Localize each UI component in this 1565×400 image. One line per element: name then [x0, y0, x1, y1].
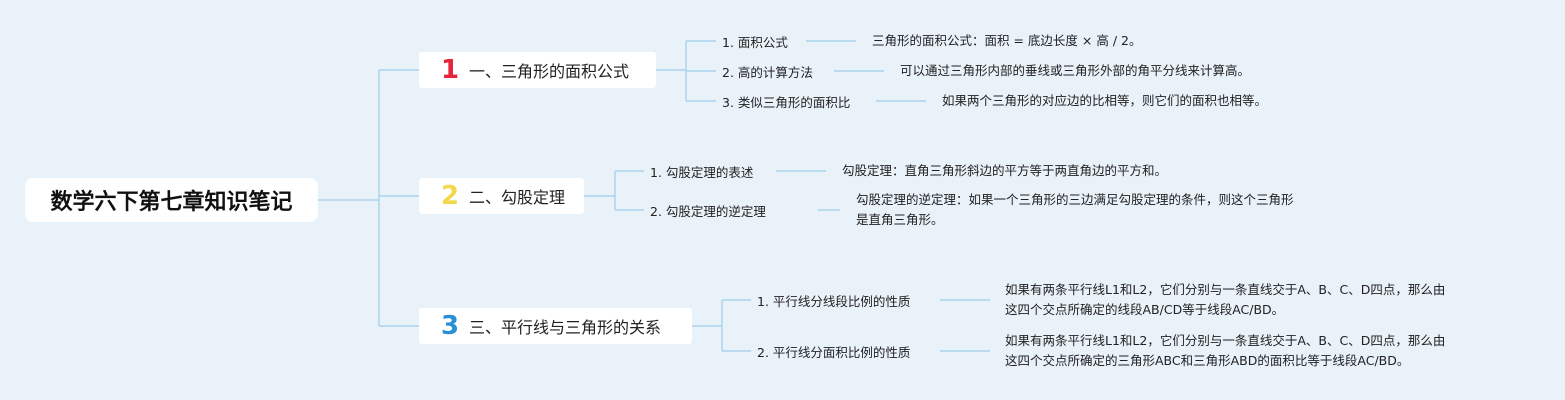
- branch-node-2[interactable]: 2 二、勾股定理: [419, 178, 584, 214]
- item-label[interactable]: 2. 勾股定理的逆定理: [650, 204, 766, 219]
- branch-node-1[interactable]: 1 一、三角形的面积公式: [419, 52, 656, 88]
- branch-title: 三、平行线与三角形的关系: [469, 318, 662, 337]
- item-description: 如果两个三角形的对应边的比相等，则它们的面积也相等。: [942, 91, 1267, 111]
- item-description: 如果有两条平行线L1和L2，它们分别与一条直线交于A、B、C、D四点，那么由这四…: [1005, 331, 1445, 371]
- branch-title: 二、勾股定理: [469, 188, 566, 207]
- branch-title: 一、三角形的面积公式: [469, 62, 630, 81]
- description-line: 如果两个三角形的对应边的比相等，则它们的面积也相等。: [942, 93, 1268, 108]
- item-label[interactable]: 1. 面积公式: [722, 35, 788, 50]
- description-line: 这四个交点所确定的线段AB/CD等于线段AC/BD。: [1005, 302, 1285, 317]
- branch-number-icon: 2: [440, 181, 460, 211]
- item-label[interactable]: 1. 平行线分线段比例的性质: [757, 294, 911, 309]
- root-node[interactable]: 数学六下第七章知识笔记: [25, 178, 318, 222]
- item-label[interactable]: 3. 类似三角形的面积比: [722, 95, 851, 110]
- branch-number-icon: 3: [440, 311, 460, 341]
- item-label[interactable]: 1. 勾股定理的表述: [650, 165, 754, 180]
- item-label[interactable]: 2. 高的计算方法: [722, 65, 813, 80]
- item-description: 勾股定理的逆定理：如果一个三角形的三边满足勾股定理的条件，则这个三角形是直角三角…: [856, 190, 1294, 230]
- description-line: 勾股定理的逆定理：如果一个三角形的三边满足勾股定理的条件，则这个三角形: [856, 192, 1294, 207]
- description-line: 如果有两条平行线L1和L2，它们分别与一条直线交于A、B、C、D四点，那么由: [1005, 333, 1446, 348]
- item-label[interactable]: 2. 平行线分面积比例的性质: [757, 345, 911, 360]
- description-line: 如果有两条平行线L1和L2，它们分别与一条直线交于A、B、C、D四点，那么由: [1005, 282, 1446, 297]
- item-description: 可以通过三角形内部的垂线或三角形外部的角平分线来计算高。: [900, 61, 1250, 81]
- description-line: 这四个交点所确定的三角形ABC和三角形ABD的面积比等于线段AC/BD。: [1005, 353, 1410, 368]
- item-description: 勾股定理：直角三角形斜边的平方等于两直角边的平方和。: [842, 161, 1167, 181]
- description-line: 可以通过三角形内部的垂线或三角形外部的角平分线来计算高。: [900, 63, 1251, 78]
- description-line: 勾股定理：直角三角形斜边的平方等于两直角边的平方和。: [842, 163, 1168, 178]
- branch-node-3[interactable]: 3 三、平行线与三角形的关系: [419, 308, 692, 344]
- description-line: 是直角三角形。: [856, 212, 944, 227]
- description-line: 三角形的面积公式：面积 = 底边长度 × 高 / 2。: [872, 33, 1142, 48]
- item-description: 如果有两条平行线L1和L2，它们分别与一条直线交于A、B、C、D四点，那么由这四…: [1005, 280, 1445, 320]
- item-description: 三角形的面积公式：面积 = 底边长度 × 高 / 2。: [872, 31, 1141, 51]
- branch-number-icon: 1: [440, 55, 460, 85]
